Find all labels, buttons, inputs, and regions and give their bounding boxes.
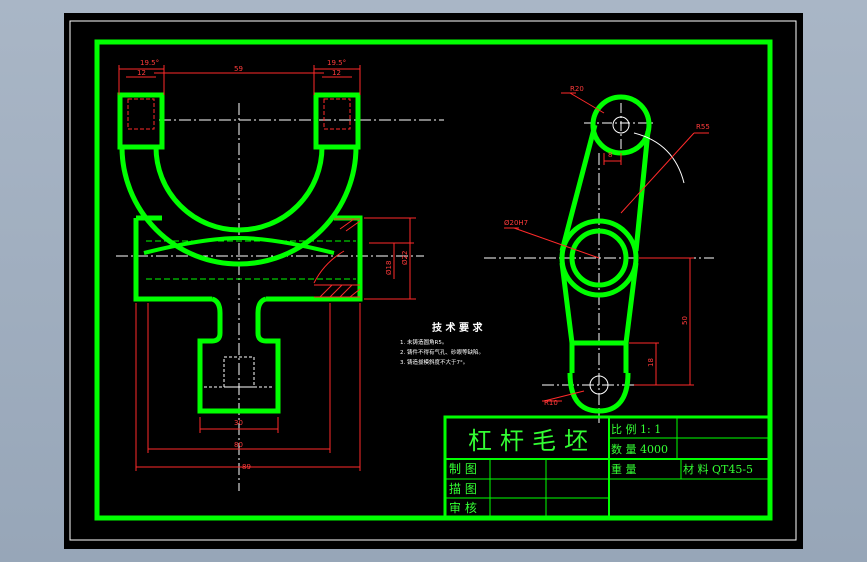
cad-drawing: 19.5° 12 59 19.5° 12 Ø18 Ø22 30 80 89 [69,20,797,541]
lower-end-bottom [567,372,631,414]
tech-item-2: 2. 铸件不得有气孔、砂眼等缺陷。 [400,348,484,356]
fork-inner-arc [153,146,325,233]
r55-arc [633,132,685,184]
center-boss [559,218,639,298]
title-block-frame [443,415,772,520]
dim-top-right-inner: 12 [332,69,341,77]
quantity-label: 数 量 4000 [611,443,668,456]
dim-bore-large: Ø22 [401,251,409,265]
made-by-label: 制 图 [449,462,477,476]
stem [197,296,281,414]
fork-outer-arc [119,146,359,267]
dim-center-width: 59 [234,65,243,73]
left-prong [117,92,165,150]
hatch-section [313,218,361,298]
drawing-sheet: 19.5° 12 59 19.5° 12 Ø18 Ø22 30 80 89 [64,13,803,549]
dim-height-lower: 18 [647,358,655,367]
center-bore [569,228,629,288]
dim-bottom-inner: 80 [234,441,243,449]
dim-top-right-outer: 19.5° [327,59,346,67]
drawn-by-label: 描 图 [449,482,477,496]
arm-right-upper [633,130,651,252]
dim-stem-width: 30 [234,419,243,427]
side-view: R20 R55 8 Ø20H7 50 18 R10 [484,85,714,423]
dim-height-total: 50 [681,316,689,325]
dim-offset: 8 [608,151,612,159]
tech-requirements: 技 术 要 求 1. 未铸造圆角R5。 2. 铸件不得有气孔、砂眼等缺陷。 3.… [400,321,484,366]
tech-item-1: 1. 未铸造圆角R5。 [400,338,447,346]
dim-r-bottom: R10 [544,399,558,407]
dim-bore-small: Ø18 [385,261,393,275]
lower-hole [589,375,609,395]
arm-left-upper [559,124,598,252]
material-label: 材 料 QT45-5 [683,462,753,476]
hub-right [266,215,363,302]
scale-label: 比 例 1: 1 [611,422,661,436]
dim-center-bore: Ø20H7 [504,219,528,227]
outer-border [69,20,797,541]
tech-item-3: 3. 铸造拔模斜度不大于7°。 [400,358,468,366]
front-view: 19.5° 12 59 19.5° 12 Ø18 Ø22 30 80 89 [116,59,444,491]
dim-top-left-inner: 12 [137,69,146,77]
front-dimensions [118,65,416,471]
top-boss-center [612,116,630,134]
dim-r-top: R20 [570,85,584,93]
side-dimensions [504,92,709,402]
hub-bore-curve [143,235,335,255]
dim-bottom-outer: 89 [242,463,251,471]
tech-heading: 技 术 要 求 [432,321,483,334]
hub-left [133,218,212,302]
right-prong-hidden [323,98,351,130]
weight-label: 重 量 [611,462,637,476]
drawing-title: 杠杆毛坯 [468,427,596,455]
right-prong [313,92,361,150]
dim-r-arm: R55 [696,123,710,131]
checked-by-label: 审 核 [449,500,477,515]
left-prong-hidden [127,98,155,130]
title-block: 杠杆毛坯 比 例 1: 1 数 量 4000 重 量 材 料 QT45-5 制 … [443,415,772,520]
drawing-frame [94,39,773,521]
dim-top-left-outer: 19.5° [140,59,159,67]
